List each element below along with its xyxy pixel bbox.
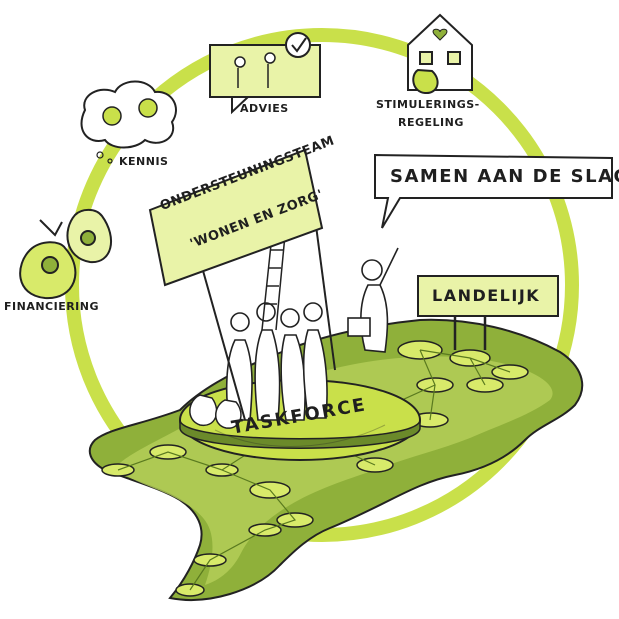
house-icon <box>407 13 473 95</box>
label-landelijk: LANDELIJK <box>432 286 541 305</box>
label-financiering: FINANCIERING <box>4 300 100 313</box>
landelijk-sign <box>417 275 559 350</box>
team-figures <box>225 247 399 421</box>
label-kennis: KENNIS <box>119 155 169 168</box>
label-stimulering-2: REGELING <box>398 116 464 129</box>
speech-bubble <box>374 153 613 229</box>
ladder-icon <box>261 234 286 331</box>
gear-icon <box>102 106 122 126</box>
label-advies: ADVIES <box>240 102 289 115</box>
financiering-bags <box>19 208 112 300</box>
label-stimulering-1: STIMULERINGS- <box>376 98 480 111</box>
speech-text: SAMEN AAN DE SLAG! <box>390 166 619 187</box>
euro-bag-icon <box>189 394 242 429</box>
advies-board <box>209 32 321 115</box>
checkmark-icon <box>285 32 311 58</box>
kennis-cloud <box>80 80 177 164</box>
lightbulb-icon <box>138 98 158 118</box>
banner-sign <box>148 148 336 421</box>
